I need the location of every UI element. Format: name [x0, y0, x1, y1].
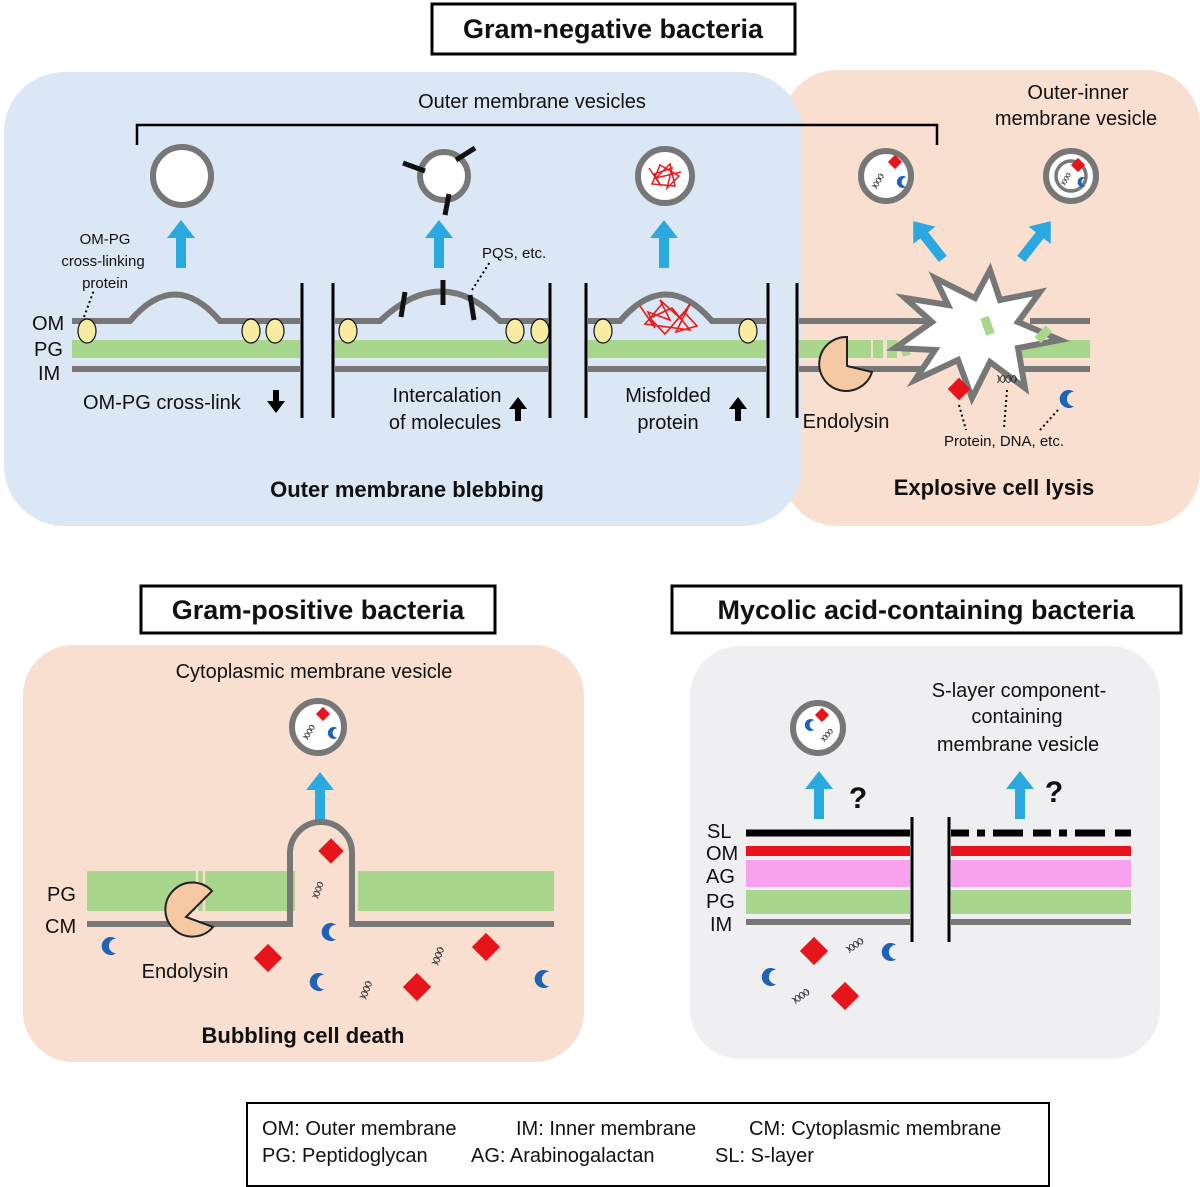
mycolic-title: Mycolic acid-containing bacteria	[717, 595, 1135, 625]
mechanism-misfolded-line-1: Misfolded	[625, 385, 711, 407]
legend-ag: AG: Arabinogalactan	[471, 1145, 654, 1167]
up-arrow-icon	[509, 397, 527, 421]
legend-im: IM: Inner membrane	[516, 1118, 696, 1140]
mycolic-panel: S-layer component- containing membrane v…	[690, 646, 1160, 1059]
endolysin-icon	[818, 335, 874, 392]
gram-negative-title: Gram-negative bacteria	[463, 14, 764, 44]
cross-link-protein-label-1: OM-PG	[80, 231, 131, 248]
pqs-label: PQS, etc.	[482, 245, 546, 262]
omv-vesicle-intercalated	[402, 145, 477, 216]
cm-vesicle-label: Cytoplasmic membrane vesicle	[176, 661, 453, 683]
ag-layer-label: AG	[706, 866, 735, 888]
gram-negative-panel: Outer membrane vesicles Outer-inner memb…	[4, 70, 1200, 526]
lysis-endolysin-label: Endolysin	[803, 411, 890, 433]
sl-vesicle-label-1: S-layer component-	[932, 680, 1107, 702]
up-arrow-icon	[729, 397, 747, 421]
down-arrow-icon	[267, 390, 285, 413]
cm-layer-label: CM	[45, 916, 76, 938]
lysis-label: Explosive cell lysis	[894, 475, 1095, 500]
unknown-mark-right: ?	[1045, 776, 1063, 809]
im-layer-label: IM	[710, 914, 732, 936]
mycolic-vesicle	[790, 700, 846, 756]
legend-om: OM: Outer membrane	[262, 1118, 457, 1140]
mechanism-intercalation-line-1: Intercalation	[393, 385, 502, 407]
blebbing-label: Outer membrane blebbing	[270, 477, 544, 502]
im-layer-label: IM	[38, 363, 60, 385]
bubbling-death-label: Bubbling cell death	[202, 1023, 405, 1048]
mycolic-title-box: Mycolic acid-containing bacteria	[670, 584, 1183, 635]
gram-negative-title-box: Gram-negative bacteria	[430, 2, 797, 56]
mycolic-envelope-left	[746, 817, 914, 942]
lysis-omv-vesicle	[858, 148, 914, 204]
cross-link-protein-label-3: protein	[82, 275, 128, 292]
explosion-burst	[886, 262, 1071, 406]
om-layer-label: OM	[32, 313, 64, 335]
oimv-label-line-1: Outer-inner	[1027, 82, 1128, 104]
omv-vesicle-empty	[150, 144, 214, 208]
envelope-section-intercalation	[331, 261, 552, 418]
legend-cm: CM: Cytoplasmic membrane	[749, 1118, 1001, 1140]
omv-bracket	[135, 123, 939, 145]
legend: OM: Outer membrane IM: Inner membrane CM…	[246, 1102, 1050, 1187]
cm-vesicle	[289, 698, 347, 756]
gram-positive-panel: Cytoplasmic membrane vesicle PG CM	[23, 645, 584, 1062]
mycolic-envelope-right	[947, 817, 1131, 942]
pg-layer-label: PG	[47, 884, 76, 906]
sl-vesicle-label-3: membrane vesicle	[937, 734, 1099, 756]
mechanism-misfolded-line-2: protein	[637, 412, 698, 434]
cross-link-protein-label-2: cross-linking	[61, 253, 144, 270]
gram-positive-title: Gram-positive bacteria	[172, 595, 466, 625]
misfolded-protein-aggregate	[639, 299, 699, 336]
endolysin-label: Endolysin	[142, 961, 229, 983]
gram-positive-background	[23, 645, 584, 1062]
omv-vesicle-misfolded	[635, 146, 695, 206]
om-layer-label: OM	[706, 843, 738, 865]
envelope-section-lysis	[795, 262, 1090, 418]
sl-layer-label: SL	[707, 821, 731, 843]
omv-label: Outer membrane vesicles	[418, 91, 646, 113]
gram-positive-title-box: Gram-positive bacteria	[139, 584, 497, 635]
legend-pg: PG: Peptidoglycan	[262, 1145, 428, 1167]
envelope-section-crosslink	[72, 283, 304, 418]
cargo-label: Protein, DNA, etc.	[944, 433, 1064, 450]
pg-layer-label: PG	[34, 339, 63, 361]
endolysin-icon	[164, 881, 215, 938]
mechanism-intercalation-line-2: of molecules	[389, 412, 501, 434]
pg-layer-label: PG	[706, 891, 735, 913]
oimv-label-line-2: membrane vesicle	[995, 108, 1157, 130]
mechanism-crosslink-label: OM-PG cross-link	[83, 392, 242, 414]
unknown-mark-left: ?	[849, 782, 867, 815]
envelope-section-misfolded	[584, 283, 770, 418]
legend-sl: SL: S-layer	[715, 1145, 814, 1167]
oimv-vesicle	[1043, 148, 1099, 204]
gram-positive-envelope	[87, 819, 554, 938]
sl-vesicle-label-2: containing	[971, 706, 1062, 728]
